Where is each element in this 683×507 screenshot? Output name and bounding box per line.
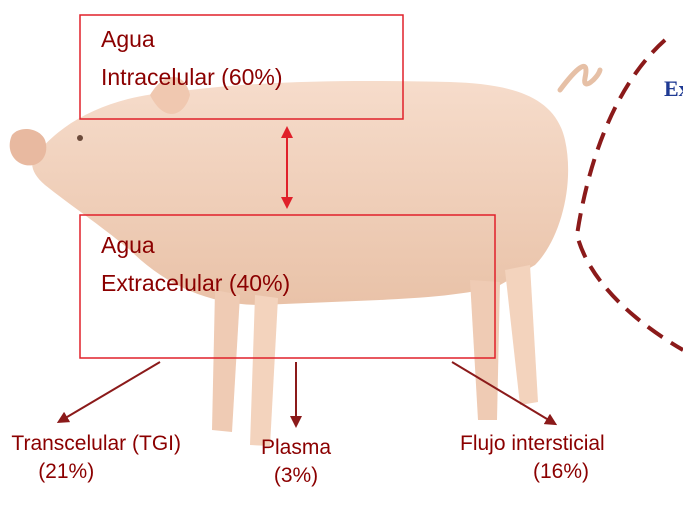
intracelular-label: Agua Intracelular (60%) (101, 24, 283, 92)
pig-leg-back-right (505, 265, 538, 405)
pig-illustration (10, 66, 600, 446)
branch-flujo: Flujo intersticial (16%) (460, 430, 683, 486)
pig-tail (560, 66, 600, 90)
branch-flujo-name: Flujo intersticial (460, 430, 683, 458)
side-label: Ex (664, 76, 683, 102)
intracelular-line1: Agua (101, 24, 283, 54)
pig-eye (77, 135, 83, 141)
extracelular-label: Agua Extracelular (40%) (101, 230, 290, 298)
branch-plasma-value: (3%) (246, 462, 346, 490)
intracelular-line2: Intracelular (60%) (101, 62, 283, 92)
branch-transcelular-name: Transcelular (TGI) (11, 430, 181, 458)
branch-plasma-name: Plasma (246, 434, 346, 462)
extracelular-line1: Agua (101, 230, 290, 260)
arrow-transcelular (62, 362, 160, 420)
branch-plasma: Plasma (3%) (246, 434, 346, 490)
extracelular-line2: Extracelular (40%) (101, 268, 290, 298)
pig-leg-front-left (212, 290, 240, 432)
branch-flujo-value: (16%) (460, 458, 683, 486)
pig-leg-front-right (250, 295, 278, 446)
branch-transcelular-value: (21%) (11, 458, 181, 486)
branch-transcelular: Transcelular (TGI) (21%) (11, 430, 181, 486)
pig-snout (10, 129, 47, 165)
